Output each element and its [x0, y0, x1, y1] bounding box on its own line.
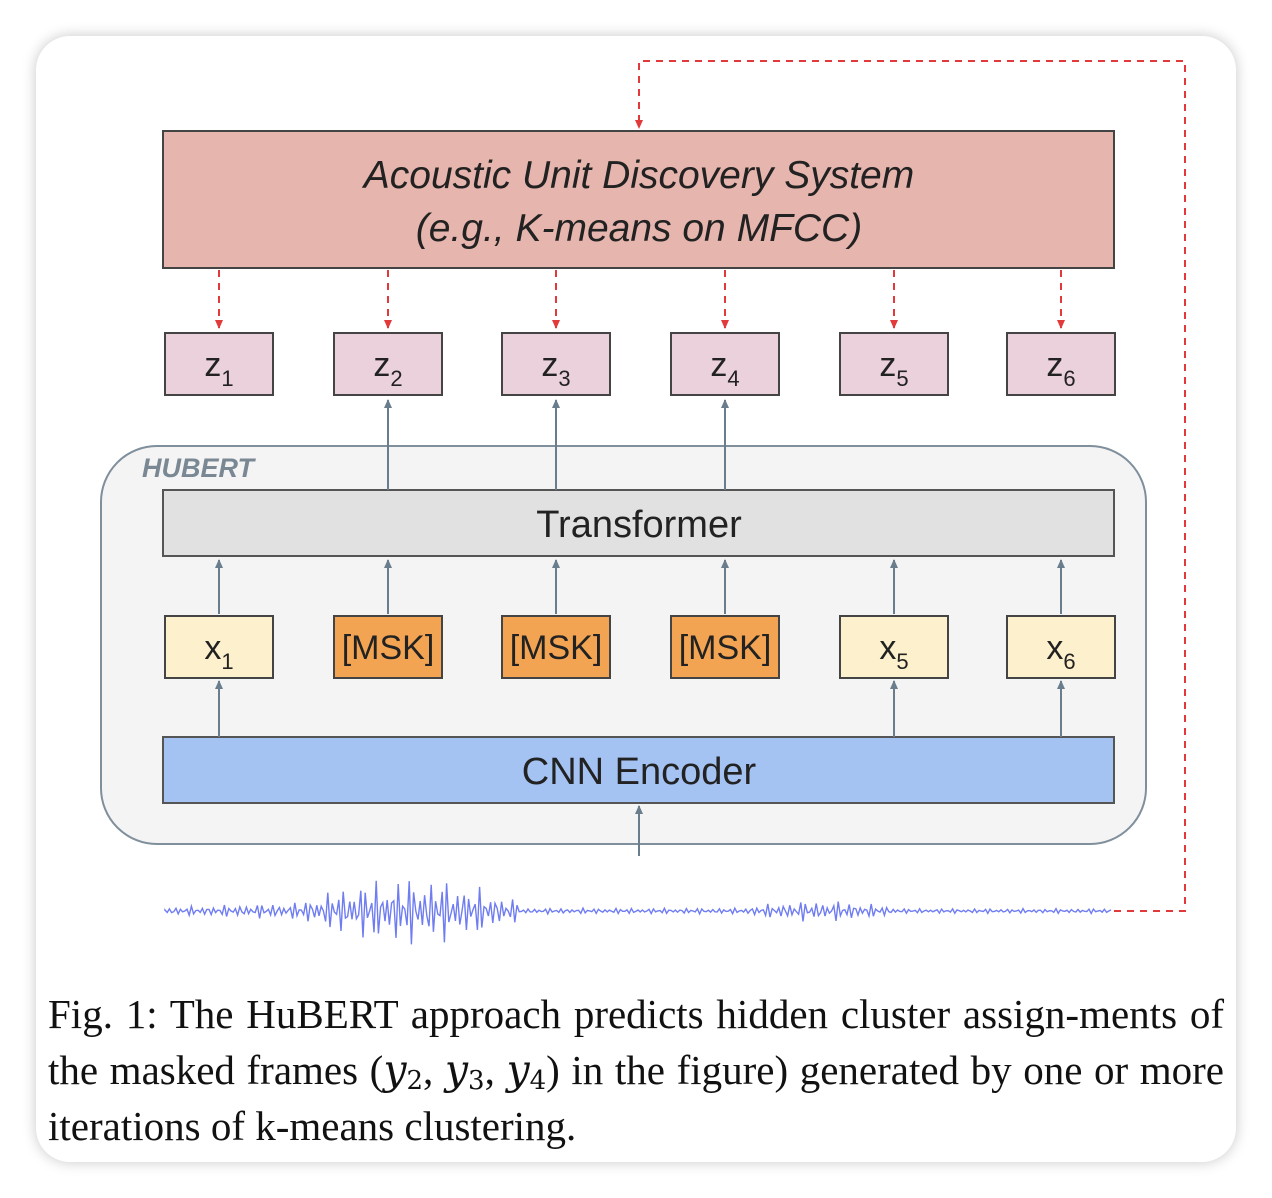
target-box-z2 — [333, 332, 443, 396]
system-title: Acoustic Unit Discovery System — [362, 154, 914, 197]
caption-var-y3: y3 — [444, 1046, 485, 1096]
caption-tail: in the figure) generated by one or more … — [48, 1047, 1224, 1149]
mask-token-box-4 — [670, 615, 780, 679]
input-box-x5 — [839, 615, 949, 679]
input-box-x6 — [1006, 615, 1116, 679]
transformer-box — [162, 489, 1115, 557]
target-box-z5 — [839, 332, 949, 396]
acoustic-unit-discovery-box — [162, 130, 1115, 269]
mask-token-label-3: [MSK] — [510, 629, 603, 667]
mask-token-box-2 — [333, 615, 443, 679]
system-subtitle: (e.g., K-means on MFCC) — [416, 207, 862, 250]
input-box-x1 — [164, 615, 274, 679]
input-label-x6: x6 — [1046, 629, 1075, 674]
target-label-z1: z1 — [204, 346, 233, 391]
mask-token-label-2: [MSK] — [342, 629, 435, 667]
target-label-z5: z5 — [879, 346, 908, 391]
input-label-x5: x5 — [879, 629, 908, 674]
input-label-x1: x1 — [204, 629, 233, 674]
figure-caption: Fig. 1: The HuBERT approach predicts hid… — [48, 991, 1224, 1149]
mask-token-label-4: [MSK] — [679, 629, 772, 667]
caption-var-y2: y2 — [383, 1046, 424, 1096]
transformer-label: Transformer — [536, 504, 742, 546]
hubert-label: HUBERT — [142, 453, 257, 483]
caption-lead: Fig. 1: The HuBERT approach predicts hid… — [48, 991, 1224, 1093]
target-box-z4 — [670, 332, 780, 396]
target-box-z6 — [1006, 332, 1116, 396]
caption-var-y4: y4 — [506, 1046, 547, 1096]
target-label-z3: z3 — [541, 346, 570, 391]
target-label-z6: z6 — [1046, 346, 1075, 391]
cnn-encoder-box — [162, 736, 1115, 804]
hubert-diagram: HUBERT Acoustic Unit Discovery System (e… — [100, 60, 1186, 945]
target-box-z1 — [164, 332, 274, 396]
target-box-z3 — [501, 332, 611, 396]
target-label-z4: z4 — [710, 346, 739, 391]
audio-waveform — [164, 880, 1112, 945]
mask-token-box-3 — [501, 615, 611, 679]
target-label-z2: z2 — [373, 346, 402, 391]
cnn-encoder-label: CNN Encoder — [522, 751, 757, 793]
